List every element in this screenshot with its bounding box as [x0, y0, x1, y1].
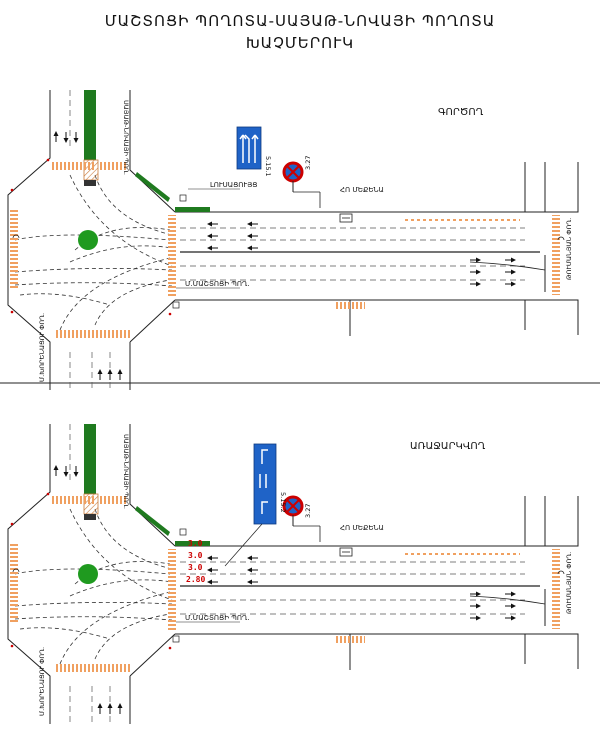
lane-direction-sign: [253, 443, 277, 525]
street-left-vertical: Մ.ԽՈՐԵՆԱՑՈՒ ՓՈՂ.: [38, 647, 46, 716]
sign-a-code: 5.15.1: [264, 156, 272, 177]
lane-direction-sign: [236, 126, 262, 170]
plan-proposed: 5.15.2 3.27 ՀՈ ՄԵՔԵՆԱ ԱՌԱՋԱՐԿՎՈՂ Մ.ՄԱՇՏՈ…: [8, 424, 578, 724]
street-bottom: Մ.ՄԱՇՏՈՑԻ ՊՈՂ.: [185, 280, 250, 288]
street-right-vertical: ՍԱՅԱԹ-ՆՈՎԱՅԻ ՊՈՂ.: [122, 100, 130, 175]
plan-heading: ԱՌԱՋԱՐԿՎՈՂ: [410, 441, 486, 452]
sign-b-code: 3.27: [304, 156, 312, 170]
stop-label: ՀՈ ՄԵՔԵՆԱ: [340, 186, 384, 194]
title-line-1: ՄԱՇՏՈՑԻ ՊՈՂՈՏԱ-ՍԱՅԱԹ-ՆՈՎԱՅԻ ՊՈՂՈՏԱ: [105, 12, 496, 30]
lane-width-3: 3.0: [188, 563, 203, 572]
plan-heading: ԳՈՐԾՈՂ: [438, 107, 484, 118]
sign-b-code: 3.27: [304, 504, 312, 518]
street-bottom: Մ.ՄԱՇՏՈՑԻ ՊՈՂ.: [185, 614, 250, 622]
street-far-right: ԹՈՒՄԱՆՅԱՆ ՓՈՂ.: [565, 218, 573, 280]
street-left-vertical: Մ.ԽՈՐԵՆԱՑՈՒ ՓՈՂ.: [38, 313, 46, 382]
lane-width-4: 2.80: [186, 575, 205, 584]
title-line-2: ԽԱՉՄԵՐՈՒԿ: [246, 34, 354, 52]
street-right-vertical: ՍԱՅԱԹ-ՆՈՎԱՅԻ ՊՈՂ.: [122, 434, 130, 509]
street-far-right: ԹՈՒՄԱՆՅԱՆ ՓՈՂ.: [565, 552, 573, 614]
lane-width-2: 3.0: [188, 551, 203, 560]
sign-a-code: 5.15.2: [279, 492, 287, 513]
stop-label: ՀՈ ՄԵՔԵՆԱ: [340, 524, 384, 532]
lane-width-1: 3.0: [188, 539, 203, 548]
signal-label: ԼՈՒՍԱՑՈՒՅՑ: [210, 181, 258, 189]
plan-existing: 5.15.1 3.27 ԼՈՒՍԱՑՈՒՅՑ ՀՈ ՄԵՔԵՆԱ ԳՈՐԾՈՂ …: [8, 90, 578, 390]
